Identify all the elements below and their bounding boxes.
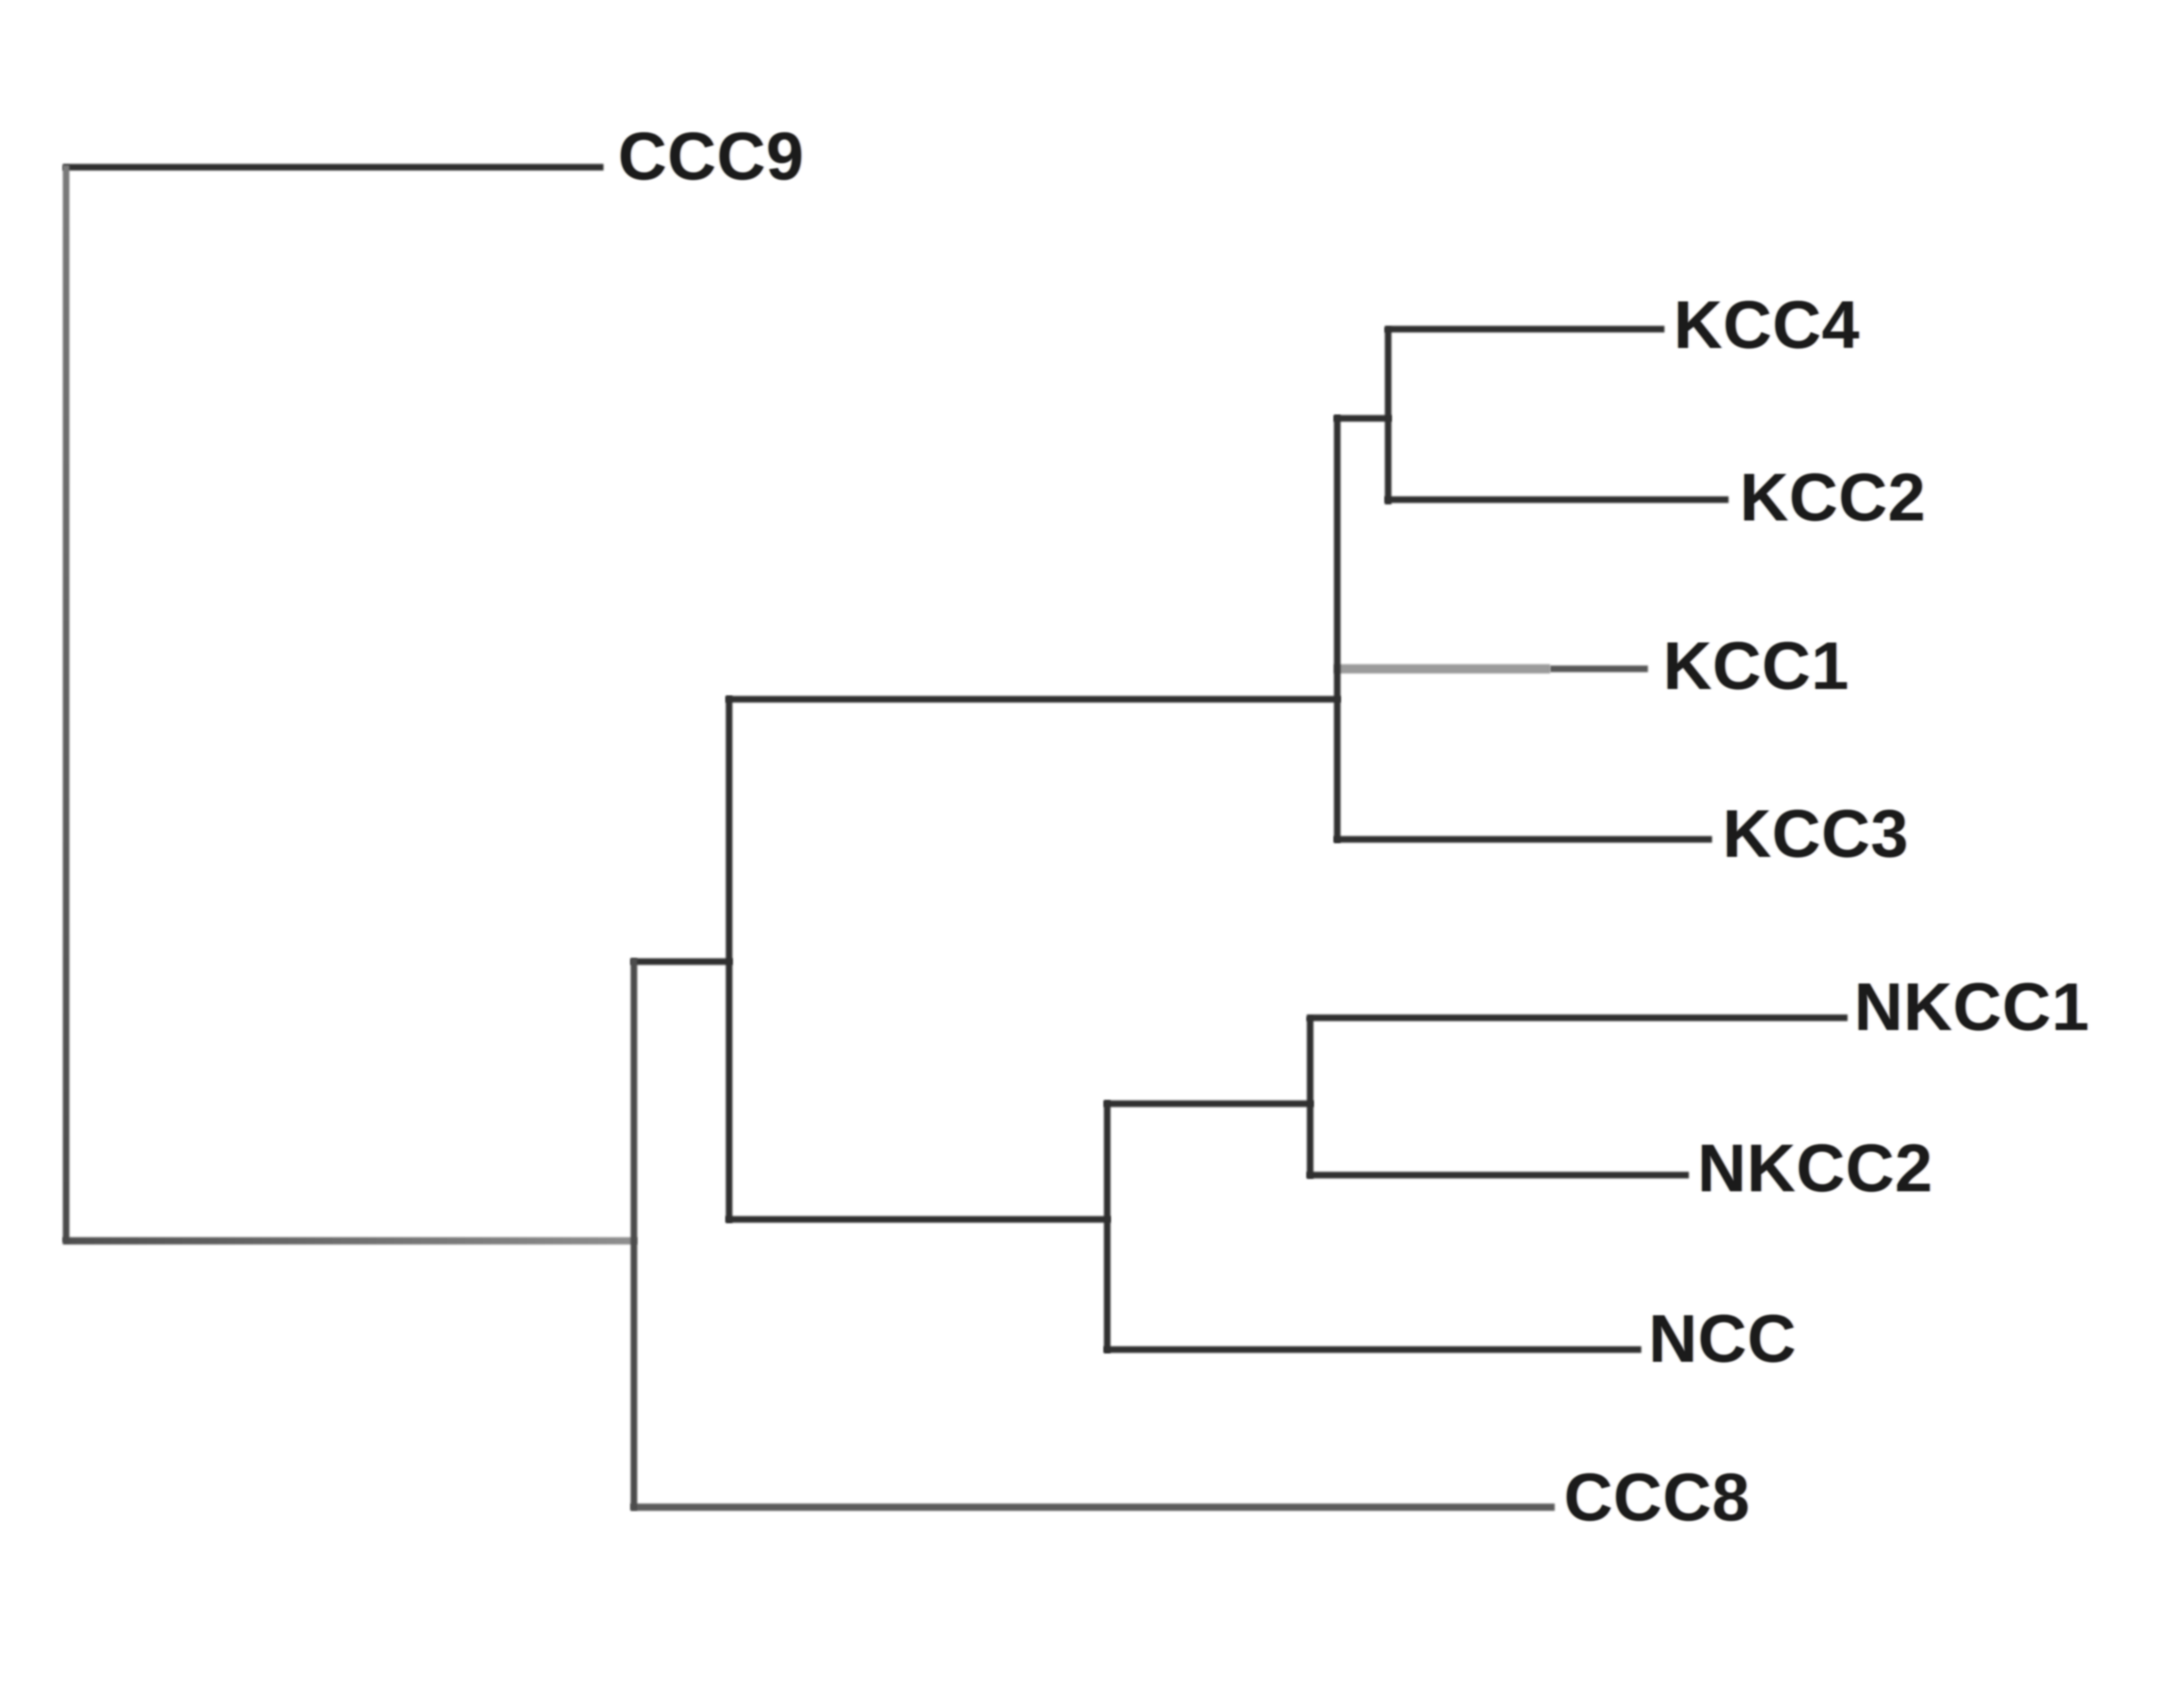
branch-root-to-clade <box>63 1237 637 1244</box>
branch-kcc-pair-parent <box>1334 415 1391 422</box>
taxon-label-nkcc2: NKCC2 <box>1697 1130 1933 1206</box>
branch-nkcc-pair-parent <box>1104 1100 1313 1107</box>
stem-nkcc-pair <box>1307 1016 1313 1178</box>
branch-to-kcc-clade <box>726 696 1341 703</box>
stem-kcc-pair <box>1385 327 1391 504</box>
taxon-label-kcc1: KCC1 <box>1663 628 1850 704</box>
branch-kcc1-dark <box>1550 666 1648 672</box>
branch-nkcc2 <box>1307 1172 1689 1178</box>
branch-to-nkcc-clade <box>726 1216 1111 1223</box>
taxon-label-ncc: NCC <box>1649 1301 1797 1377</box>
taxon-label-nkcc1: NKCC1 <box>1854 969 2090 1045</box>
taxon-label-ccc8: CCC8 <box>1564 1459 1750 1535</box>
branch-kcc2 <box>1385 496 1729 503</box>
stem-nkcc-ncc <box>1104 1100 1111 1353</box>
stem-node-a <box>726 696 732 1223</box>
taxon-label-kcc4: KCC4 <box>1674 287 1860 363</box>
branch-kcc3 <box>1334 836 1712 843</box>
branch-kcc1-light <box>1334 664 1550 673</box>
branch-ccc9 <box>63 164 604 171</box>
stem-node-b <box>631 958 637 1510</box>
branch-ccc8 <box>631 1504 1555 1511</box>
stem-kcc-clade <box>1334 415 1341 843</box>
taxon-label-ccc9: CCC9 <box>618 118 804 194</box>
taxon-label-kcc2: KCC2 <box>1740 459 1926 535</box>
branch-kcc4 <box>1385 326 1664 332</box>
branch-ncc <box>1104 1346 1641 1353</box>
stem-root <box>63 165 69 1242</box>
taxon-label-kcc3: KCC3 <box>1723 796 1909 872</box>
branch-ab-connector <box>631 958 732 965</box>
branch-nkcc1 <box>1307 1014 1848 1021</box>
